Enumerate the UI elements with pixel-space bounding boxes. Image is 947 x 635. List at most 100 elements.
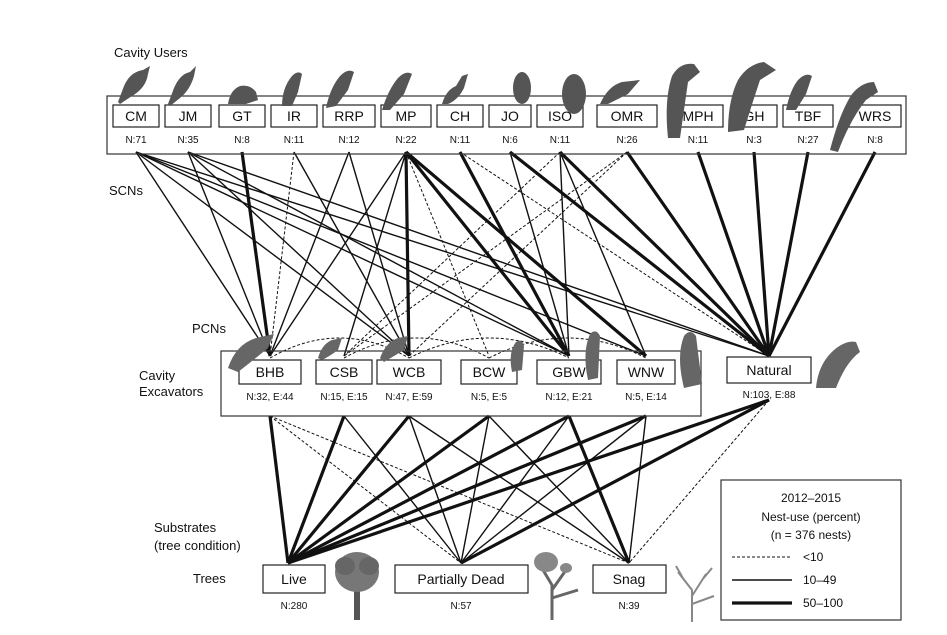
link-bhb-live [268,415,290,564]
link-bhb-snag [269,415,630,564]
user-count: N:11 [284,135,305,146]
link-wcb-snag [408,415,630,564]
link-rrp-wcb [348,151,410,357]
bird-illustrations [118,62,878,152]
link-mph-natural [696,151,771,357]
user-code: OMR [611,108,644,124]
excavator-count: N:103, E:88 [743,390,796,401]
link-mp-bhb [269,151,407,357]
link-wnw-partially-dead [460,415,647,564]
user-code: JM [179,108,198,124]
excavator-box [238,359,302,385]
great-tit-bird-icon [228,85,258,104]
legend-box [720,479,902,621]
link-csb-partially-dead [343,415,462,564]
user-node-omr: OMR N:26 [596,104,658,146]
pied-hornbill-bird-icon [666,63,700,138]
parakeet-bird-icon [326,70,354,108]
legend-subtitle-2: (n = 376 nests) [771,528,851,542]
user-node-mp: MP N:22 [380,104,432,146]
excavator-arc-1 [343,337,490,359]
scops-owl-bird-icon [562,74,586,114]
user-node-tbf: TBF N:27 [782,104,834,146]
user-count: N:3 [746,135,762,146]
user-node-jo: JO N:6 [488,104,532,146]
link-wcb-live [286,414,411,565]
user-box [112,104,160,128]
excavator-code: BHB [256,364,285,380]
link-natural-snag [628,399,770,564]
user-code: MP [396,108,417,124]
substrate-code: Live [281,571,307,587]
excavator-node-wnw: WNW N:5, E:14 [616,359,676,403]
user-box [436,104,484,128]
link-tbf-natural [767,151,810,357]
excavator-count: N:32, E:44 [246,392,294,403]
link-wrs-natural [767,151,877,357]
tree-illustrations [335,552,715,622]
excavator-box [460,359,518,385]
link-iso-gbw [559,151,570,357]
cavity-users-frame [106,95,907,155]
black-woodpecker-bird-icon [510,340,524,372]
excavator-code: BCW [473,364,506,380]
link-wcb-partially-dead [408,415,462,564]
user-count: N:8 [234,135,250,146]
cavity-excavators-label-line1: Cavity [139,368,176,383]
link-mp-wnw [404,150,648,358]
user-box [270,104,318,128]
excavator-box [616,359,676,385]
substrate-box [592,564,667,594]
excavator-box [315,359,373,385]
substrate-node-partially-dead: Partially Dead N:57 [394,564,529,612]
user-box [596,104,658,128]
substrate-count: N:280 [281,601,308,612]
excavator-arc-3 [488,337,647,359]
link-bcw-live [287,414,490,565]
small-barbet-bird-icon [318,338,342,360]
link-csb-live [286,415,346,564]
user-node-ir: IR N:11 [270,104,318,146]
legend-subtitle: Nest-use (percent) [761,510,860,524]
link-cm-wcb [135,151,410,357]
excavator-box [376,359,442,385]
substrate-count: N:57 [450,601,472,612]
link-ir-wcb [293,151,410,357]
excavator-node-csb: CSB N:15, E:15 [315,359,373,403]
excavator-node-bcw: BCW N:5, E:5 [460,359,518,403]
trees-label: Trees [193,571,226,586]
excavator-count: N:47, E:59 [385,392,433,403]
user-code: ISO [548,108,572,124]
excavator-count: N:5, E:14 [625,392,667,403]
legend: 2012–2015 Nest-use (percent) (n = 376 ne… [720,479,902,621]
link-iso-natural [558,150,771,358]
user-count: N:11 [550,135,571,146]
legend-item-high: 50–100 [803,596,843,610]
user-box [782,104,834,128]
substrate-node-snag: Snag N:39 [592,564,667,612]
owlet-bird-icon [513,72,531,104]
user-box [488,104,532,128]
excavator-count: N:5, E:5 [471,392,508,403]
link-iso-wnw [559,151,647,357]
link-bhb-partially-dead [269,415,462,564]
excavator-arc-2 [408,337,570,359]
indian-robin-bird-icon [282,72,302,106]
link-ch-gbw [458,151,571,357]
network-links [135,150,877,565]
link-cm-natural [135,151,770,357]
user-node-ch: CH N:11 [436,104,484,146]
substrate-count: N:39 [618,601,640,612]
link-gh-natural [752,151,771,357]
link-jm-wcb [187,151,410,357]
user-node-jm: JM N:35 [164,104,212,146]
cavity-excavators: BHB N:32, E:44 CSB N:15, E:15 WCB N:47, … [238,356,812,403]
user-count: N:11 [688,135,709,146]
great-hornbill-bird-icon [728,62,776,132]
user-node-cm: CM N:71 [112,104,160,146]
user-count: N:35 [177,135,199,146]
partially-dead-tree-icon [534,552,579,620]
white-cheeked-barbet-bird-icon [380,336,408,362]
excavator-count: N:12, E:21 [545,392,593,403]
